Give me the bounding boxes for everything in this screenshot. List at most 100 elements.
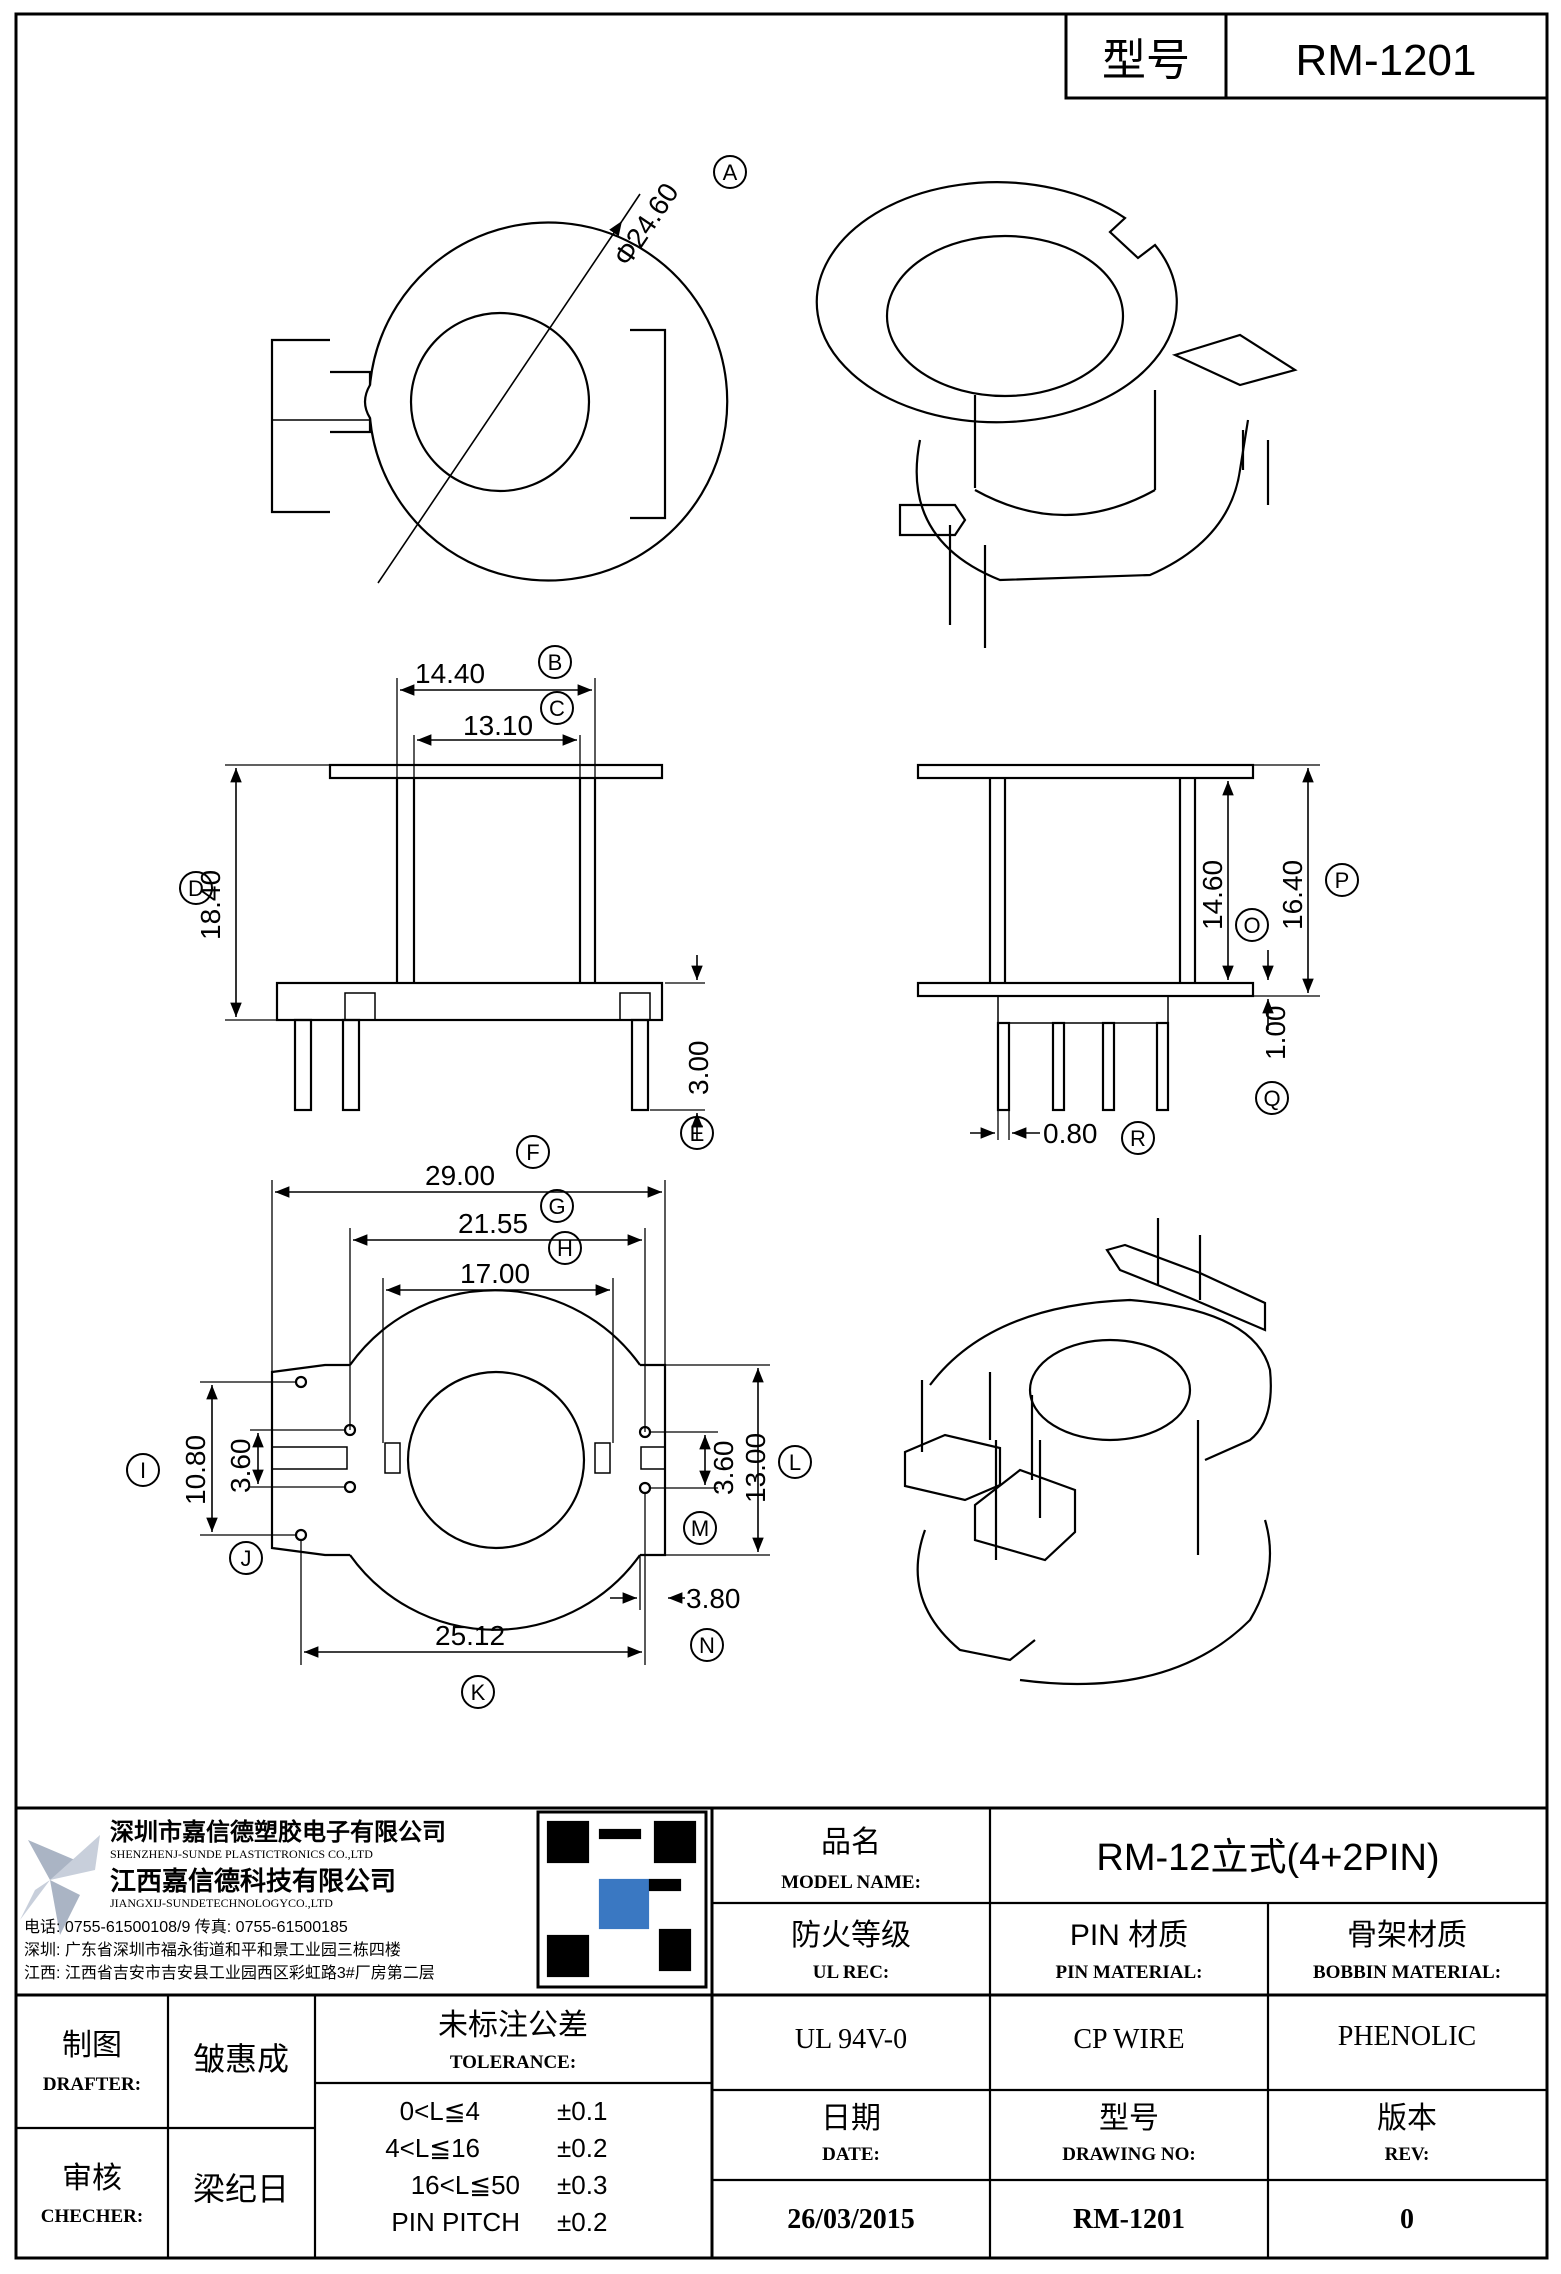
ul-rec-en: UL REC: <box>813 1962 890 1983</box>
svg-text:P: P <box>1335 868 1350 893</box>
tolerance-label-cn: 未标注公差 <box>438 2009 588 2042</box>
callout-I: I <box>126 1453 160 1487</box>
qr-code <box>536 1810 708 1989</box>
drawing-no-label-cn: 型号 <box>1099 2102 1159 2135</box>
tolerance-range: 0<L≦4 <box>400 2096 480 2126</box>
checker-value: 梁纪日 <box>193 2171 289 2207</box>
ul-rec-value: UL 94V-0 <box>795 2024 907 2055</box>
callout-H: H <box>548 1231 582 1265</box>
svg-text:R: R <box>1130 1126 1146 1151</box>
svg-text:Q: Q <box>1263 1086 1280 1111</box>
checker-label-en: CHECHER: <box>41 2206 143 2227</box>
dim-O-text: 14.60 <box>1197 860 1228 930</box>
top-view <box>270 193 729 584</box>
drafter-value: 皱惠成 <box>193 2041 289 2077</box>
dim-I-text: 10.80 <box>180 1435 211 1505</box>
isometric-view-top <box>815 181 1298 648</box>
dim-N-text: 3.80 <box>686 1583 741 1614</box>
rev-label-en: REV: <box>1385 2144 1430 2165</box>
company2-name-en: JIANGXIJ-SUNDETECHNOLOGYCO.,LTD <box>110 1896 333 1910</box>
bottom-view <box>200 1180 770 1665</box>
rev-label-cn: 版本 <box>1377 2102 1437 2135</box>
callout-P: P <box>1325 863 1359 897</box>
drawing-border <box>14 12 1549 2260</box>
date-value: 26/03/2015 <box>787 2204 915 2235</box>
callout-N: N <box>690 1628 724 1662</box>
callout-balloons: A B C D E F G H I J K L M N O P Q R <box>126 155 1359 1709</box>
dim-I-inner-text: 3.60 <box>225 1439 256 1494</box>
dim-R-text: 0.80 <box>1043 1118 1098 1149</box>
company-name-cn: 深圳市嘉信德塑胶电子有限公司 <box>110 1818 446 1846</box>
model-name-cn: 品名 <box>821 1826 881 1859</box>
title-block-grid <box>16 1806 1547 2258</box>
ul-rec-cn: 防火等级 <box>791 1919 911 1952</box>
tolerance-value: ±0.1 <box>557 2096 607 2126</box>
callout-C: C <box>540 691 574 725</box>
side-view <box>916 763 1320 1140</box>
rev-value: 0 <box>1400 2204 1414 2235</box>
dim-M-text: 3.60 <box>708 1441 739 1496</box>
drafter-label-en: DRAFTER: <box>43 2074 141 2095</box>
header-model-value: RM-1201 <box>1296 36 1477 85</box>
svg-text:D: D <box>188 876 204 901</box>
svg-text:A: A <box>723 160 738 185</box>
callout-J: J <box>229 1541 263 1575</box>
company2-name-cn: 江西嘉信德科技有限公司 <box>110 1866 396 1896</box>
company-phone: 电话: 0755-61500108/9 传真: 0755-61500185 <box>24 1918 348 1936</box>
callout-L: L <box>778 1445 812 1479</box>
date-label-cn: 日期 <box>821 2102 881 2135</box>
svg-text:B: B <box>548 650 563 675</box>
drafter-label-cn: 制图 <box>62 2029 122 2062</box>
dim-G-text: 21.55 <box>458 1208 528 1239</box>
tolerance-range: 4<L≦16 <box>385 2133 480 2163</box>
pin-material-en: PIN MATERIAL: <box>1056 1962 1203 1983</box>
header-model-box <box>1064 12 1549 100</box>
isometric-view-bottom <box>903 1218 1272 1686</box>
svg-text:I: I <box>140 1458 146 1483</box>
bobbin-material-value: PHENOLIC <box>1338 2021 1476 2052</box>
callout-A: A <box>713 155 747 189</box>
pin-material-cn: PIN 材质 <box>1070 1919 1188 1952</box>
dim-C-text: 13.10 <box>463 710 533 741</box>
dim-K-text: 25.12 <box>435 1620 505 1651</box>
tolerance-range: 16<L≦50 <box>411 2170 520 2200</box>
header-model-label: 型号 <box>1102 36 1190 85</box>
pin-material-value: CP WIRE <box>1073 2024 1184 2055</box>
svg-text:L: L <box>789 1450 801 1475</box>
dim-B-text: 14.40 <box>415 658 485 689</box>
tolerance-range: PIN PITCH <box>391 2207 520 2237</box>
callout-F: F <box>516 1135 550 1169</box>
dim-Q-text: 1.00 <box>1260 1006 1291 1061</box>
callout-O: O <box>1235 908 1269 942</box>
svg-text:E: E <box>690 1121 705 1146</box>
bobbin-material-cn: 骨架材质 <box>1347 1919 1467 1952</box>
svg-text:N: N <box>699 1633 715 1658</box>
front-view <box>225 678 705 1140</box>
svg-text:F: F <box>526 1140 539 1165</box>
svg-text:G: G <box>548 1194 565 1219</box>
tolerance-value: ±0.2 <box>557 2133 607 2163</box>
company-address-jx: 江西: 江西省吉安市吉安县工业园西区彩虹路3#厂房第二层 <box>24 1964 435 1982</box>
svg-text:K: K <box>471 1680 486 1705</box>
callout-B: B <box>538 645 572 679</box>
model-name-value: RM-12立式(4+2PIN) <box>1096 1837 1439 1879</box>
svg-text:C: C <box>549 696 565 721</box>
svg-text:M: M <box>691 1516 709 1541</box>
callout-K: K <box>461 1675 495 1709</box>
date-label-en: DATE: <box>822 2144 880 2165</box>
svg-text:H: H <box>557 1236 573 1261</box>
svg-text:O: O <box>1243 913 1260 938</box>
callout-D: D <box>179 871 213 905</box>
company-name-en: SHENZHENJ-SUNDE PLASTICTRONICS CO.,LTD <box>110 1847 373 1861</box>
callout-Q: Q <box>1255 1081 1289 1115</box>
tolerance-label-en: TOLERANCE: <box>450 2052 576 2073</box>
dim-P-text: 16.40 <box>1277 860 1308 930</box>
callout-M: M <box>683 1511 717 1545</box>
bobbin-material-en: BOBBIN MATERIAL: <box>1313 1962 1501 1983</box>
company-address-sz: 深圳: 广东省深圳市福永街道和平和景工业园三栋四楼 <box>24 1941 401 1959</box>
dim-E-text: 3.00 <box>683 1041 714 1096</box>
company-logo <box>20 1835 100 1935</box>
model-name-en: MODEL NAME: <box>781 1872 921 1893</box>
checker-label-cn: 审核 <box>62 2162 122 2195</box>
